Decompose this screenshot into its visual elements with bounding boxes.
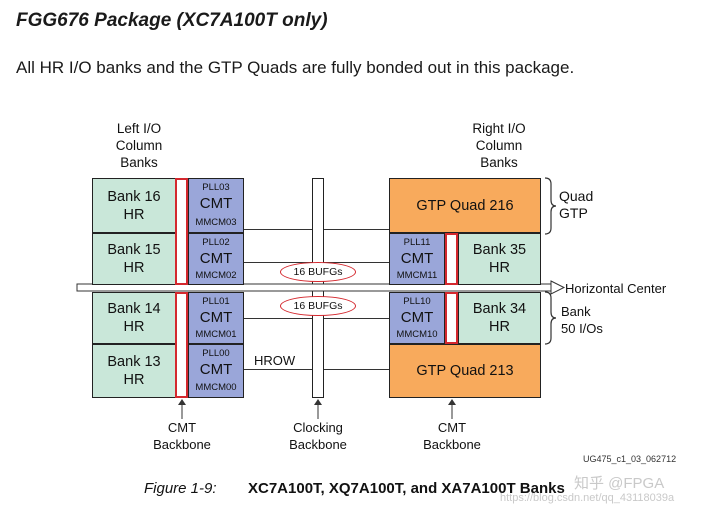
right-cmt-backbone-upper xyxy=(445,233,458,285)
watermark-url: https://blog.csdn.net/qq_43118039a xyxy=(500,492,675,504)
bank-14: Bank 14 HR xyxy=(92,292,176,344)
pll-label: PLL03 xyxy=(202,182,230,193)
left-cmt-backbone-lower xyxy=(175,292,188,398)
bank-name: Bank 34 xyxy=(472,301,527,317)
pll-label: PLL00 xyxy=(202,348,230,359)
bank-type: HR xyxy=(123,206,145,223)
cmt-backbone-left-label: CMT Backbone xyxy=(142,419,222,453)
cmt-11: PLL11 CMT MMCM11 xyxy=(389,233,445,285)
cmt-02: PLL02 CMT MMCM02 xyxy=(188,233,244,285)
gtp-quad-216: GTP Quad 216 xyxy=(389,178,541,233)
bank-name: Bank 35 xyxy=(472,242,527,258)
left-column-label: Left I/O Column Banks xyxy=(96,120,182,171)
caption-prefix: Figure 1-9: xyxy=(144,480,217,497)
clocking-backbone-label: Clocking Backbone xyxy=(278,419,358,453)
clocking-backbone-arrow xyxy=(314,399,322,419)
bank-ios-brace xyxy=(544,291,557,345)
pll-label: PLL10 xyxy=(403,296,431,307)
cmt-label: CMT xyxy=(199,250,233,267)
cmt-label: CMT xyxy=(199,309,233,326)
gtp-quad-213: GTP Quad 213 xyxy=(389,344,541,398)
bank-type: HR xyxy=(489,260,510,276)
label-line: Backbone xyxy=(153,437,211,452)
cmt-00: PLL00 CMT MMCM00 xyxy=(188,344,244,398)
label-line: Backbone xyxy=(423,437,481,452)
cmt-10: PLL10 CMT MMCM10 xyxy=(389,292,445,344)
pll-label: PLL02 xyxy=(202,237,230,248)
gtp-quad-label: GTP Quad 216 xyxy=(416,197,514,214)
bank-type: HR xyxy=(123,319,145,335)
cmt-label: CMT xyxy=(199,195,233,212)
cmt-label: CMT xyxy=(199,361,233,378)
bank-type: HR xyxy=(123,372,145,388)
mmcm-label: MMCM02 xyxy=(195,270,237,281)
bank-type: HR xyxy=(489,319,510,335)
bank-name: Bank 16 xyxy=(107,188,161,205)
mmcm-label: MMCM00 xyxy=(195,382,237,393)
label-line: Clocking xyxy=(293,420,343,435)
intro-text: All HR I/O banks and the GTP Quads are f… xyxy=(16,58,575,77)
cmt-03: PLL03 CMT MMCM03 xyxy=(188,178,244,233)
bank-ios-label: Bank 50 I/Os xyxy=(561,303,603,337)
hrow-label: HROW xyxy=(254,353,296,368)
mmcm-label: MMCM03 xyxy=(195,217,237,228)
bufg-bottom: 16 BUFGs xyxy=(280,296,356,316)
bank-34: Bank 34 HR xyxy=(458,292,541,344)
label-line: GTP xyxy=(559,205,588,221)
label-line: CMT xyxy=(167,420,197,435)
quad-gtp-brace xyxy=(544,177,557,235)
cmt-backbone-right-arrow xyxy=(448,399,456,419)
bufg-top: 16 BUFGs xyxy=(280,262,356,282)
bank-35: Bank 35 HR xyxy=(458,233,541,285)
label-line: Right I/O xyxy=(472,121,526,136)
label-line: Backbone xyxy=(289,437,347,452)
label-line: Banks xyxy=(120,155,158,170)
label-line: 50 I/Os xyxy=(561,321,603,336)
label-line: Left I/O xyxy=(116,121,162,136)
pll-label: PLL11 xyxy=(403,237,431,248)
label-line: Column xyxy=(115,138,163,153)
bank-name: Bank 13 xyxy=(107,354,161,370)
mmcm-label: MMCM01 xyxy=(195,329,237,340)
bank-type: HR xyxy=(123,260,145,276)
label-line: Column xyxy=(475,138,523,153)
bank-name: Bank 15 xyxy=(107,242,161,258)
bank-15: Bank 15 HR xyxy=(92,233,176,285)
horizontal-center-arrow xyxy=(76,280,566,295)
quad-gtp-label: Quad GTP xyxy=(559,188,593,222)
cmt-label: CMT xyxy=(400,250,434,267)
cmt-backbone-right-label: CMT Backbone xyxy=(412,419,492,453)
right-column-label: Right I/O Column Banks xyxy=(456,120,542,171)
watermark-brand: 知乎 @FPGA xyxy=(574,475,665,492)
label-line: Quad xyxy=(559,188,594,204)
pll-label: PLL01 xyxy=(202,296,230,307)
label-line: Banks xyxy=(480,155,518,170)
cmt-01: PLL01 CMT MMCM01 xyxy=(188,292,244,344)
mmcm-label: MMCM10 xyxy=(396,329,438,340)
label-line: CMT xyxy=(437,420,467,435)
caption-title: XC7A100T, XQ7A100T, and XA7A100T Banks xyxy=(248,480,565,497)
horizontal-center-label: Horizontal Center xyxy=(565,281,667,296)
left-cmt-backbone-upper xyxy=(175,178,188,285)
figure-id: UG475_c1_03_062712 xyxy=(583,454,677,464)
cmt-backbone-left-arrow xyxy=(178,399,186,419)
mmcm-label: MMCM11 xyxy=(396,270,438,281)
page-heading: FGG676 Package (XC7A100T only) xyxy=(16,10,328,31)
bank-13: Bank 13 HR xyxy=(92,344,176,398)
gtp-quad-label: GTP Quad 213 xyxy=(416,363,514,379)
bank-name: Bank 14 xyxy=(107,301,161,317)
cmt-label: CMT xyxy=(400,309,434,326)
right-cmt-backbone-lower xyxy=(445,292,458,344)
label-line: Bank xyxy=(561,304,591,319)
